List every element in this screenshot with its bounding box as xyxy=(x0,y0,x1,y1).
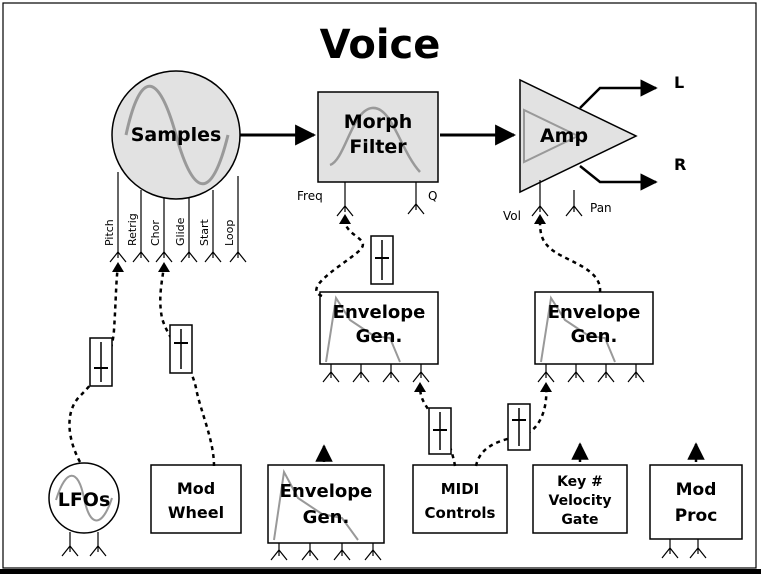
amp-input-pan: Pan xyxy=(590,201,612,215)
amount-slider-filter-env[interactable] xyxy=(370,235,394,285)
amp-output-right xyxy=(579,165,658,191)
filter-curve-icon xyxy=(329,106,421,173)
mod-wheel-block: Mod Wheel xyxy=(150,464,242,534)
env-bottom-label-line2: Gen. xyxy=(303,507,350,528)
filter-inputs xyxy=(336,182,425,217)
output-label-right: R xyxy=(674,155,686,174)
input-label-glide: Glide xyxy=(174,217,187,246)
sine-wave-icon xyxy=(124,85,230,185)
envelope-curve-icon xyxy=(325,295,401,363)
envelope-gen-amp-block: Envelope Gen. xyxy=(534,291,654,383)
env-amp-label-line2: Gen. xyxy=(571,326,618,347)
input-label-loop: Loop xyxy=(223,220,236,246)
mod-proc-label-line1: Mod xyxy=(676,480,717,500)
env-bottom-label-line1: Envelope xyxy=(280,481,373,502)
midi-controls-label-line2: Controls xyxy=(425,504,496,522)
input-label-retrig: Retrig xyxy=(126,213,139,246)
midi-controls-label-line1: MIDI xyxy=(441,480,480,498)
mod-proc-block: Mod Proc xyxy=(649,464,743,559)
amount-slider-lfo[interactable] xyxy=(89,337,113,387)
diagram-title: Voice xyxy=(320,22,441,68)
filter-input-q: Q xyxy=(428,189,437,203)
amount-slider-mod-wheel[interactable] xyxy=(169,324,193,374)
mod-proc-label-line2: Proc xyxy=(675,506,718,526)
mod-path-env-to-vol xyxy=(538,217,602,293)
kvg-label-line2: Velocity xyxy=(549,493,612,509)
amp-output-left xyxy=(579,79,658,109)
samples-label: Samples xyxy=(131,124,222,146)
amp-inputs xyxy=(531,180,583,217)
env-amp-label-line1: Envelope xyxy=(548,302,641,323)
filter-label-line1: Morph xyxy=(344,111,412,133)
input-label-pitch: Pitch xyxy=(103,219,116,246)
kvg-label-line1: Key # xyxy=(557,474,603,490)
key-velocity-gate-block: Key # Velocity Gate xyxy=(532,464,628,534)
mod-wheel-label-line2: Wheel xyxy=(168,503,224,522)
midi-controls-block: MIDI Controls xyxy=(412,464,508,534)
mod-wheel-label-line1: Mod xyxy=(177,479,215,498)
input-label-start: Start xyxy=(198,218,211,246)
output-label-left: L xyxy=(674,73,684,92)
amount-slider-midi-filter[interactable] xyxy=(428,407,452,455)
env-filter-label-line2: Gen. xyxy=(356,326,403,347)
amp-block: Amp xyxy=(519,78,638,194)
input-label-chor: Chor xyxy=(149,220,162,246)
frame-bottom-rule xyxy=(0,569,761,574)
samples-block: Samples xyxy=(111,70,241,200)
amp-inner-triangle-icon xyxy=(523,108,581,164)
envelope-gen-bottom-block: Envelope Gen. xyxy=(267,464,385,561)
filter-input-freq: Freq xyxy=(297,189,323,203)
kvg-label-line3: Gate xyxy=(561,512,598,528)
envelope-curve-icon xyxy=(273,468,359,541)
lfo-wave-icon xyxy=(55,474,113,522)
envelope-curve-icon xyxy=(540,295,616,363)
amount-slider-midi-amp[interactable] xyxy=(507,403,531,451)
lfos-block: LFOs xyxy=(48,462,120,557)
sample-inputs xyxy=(109,172,247,263)
filter-label-line2: Filter xyxy=(349,136,407,158)
morph-filter-block: Morph Filter xyxy=(317,91,439,183)
amp-input-vol: Vol xyxy=(503,209,521,223)
envelope-gen-filter-block: Envelope Gen. xyxy=(319,291,439,383)
amp-label: Amp xyxy=(540,125,588,147)
env-filter-label-line1: Envelope xyxy=(333,302,426,323)
lfos-label: LFOs xyxy=(58,489,111,511)
